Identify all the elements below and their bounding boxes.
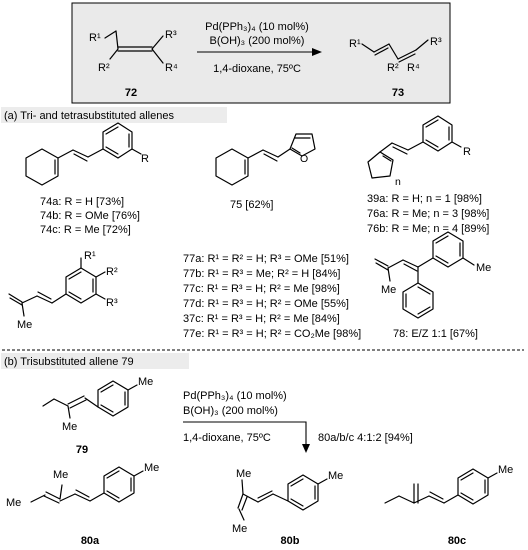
c39-line-2: 76a: R = Me; n = 3 [98%]	[367, 208, 489, 220]
product-80a-structure: Me Me Me	[6, 462, 159, 509]
c74-r-group: R	[141, 153, 149, 165]
product-80c-structure: Me	[384, 464, 513, 505]
c77-r3: R³	[106, 297, 118, 309]
furan-oxygen-atom: O	[300, 153, 308, 165]
compound-label-80b: 80b	[281, 535, 300, 547]
top-reagent-line1: Pd(PPh₃)₄ (10 mol%)	[205, 21, 309, 33]
c78-me-aryl: Me	[476, 262, 491, 274]
product-80b-structure: Me Me Me	[232, 468, 343, 535]
sm-r4: R⁴	[165, 62, 178, 74]
c77-line-2: 77b: R¹ = R³ = Me; R² = H [84%]	[183, 268, 340, 280]
sm-r2: R²	[98, 62, 110, 74]
compound-label-80a: 80a	[81, 535, 100, 547]
c75-line: 75 [62%]	[230, 199, 273, 211]
product-r4: R⁴	[407, 62, 420, 74]
c77-r2: R²	[106, 266, 118, 278]
c74-line-3: 74c: R = Me [72%]	[40, 224, 131, 236]
product-r3: R³	[430, 36, 442, 48]
general-scheme: R¹ R² R³ R⁴ Pd(PPh₃)₄ (10 mol%) B(OH)₃ (…	[71, 2, 451, 104]
b-reaction-arrow-shaft	[183, 421, 307, 447]
c80a-me-top: Me	[53, 469, 68, 481]
c80a-me-left: Me	[6, 497, 21, 509]
top-reagent-line2: B(OH)₃ (200 mol%)	[210, 35, 305, 47]
section-a: (a) Tri- and tetrasubstituted allenes R …	[1, 107, 491, 340]
b-reagent-line1: Pd(PPh₃)₄ (10 mol%)	[183, 390, 287, 402]
section-b-title-box	[1, 353, 189, 369]
c77-line-6: 77e: R¹ = R³ = H; R² = CO₂Me [98%]	[183, 328, 361, 340]
c80a-me-aryl: Me	[144, 462, 159, 474]
c74-line-1: 74a: R = H [73%]	[40, 196, 124, 208]
c77-me: Me	[17, 319, 32, 331]
c39-ring-n: n	[395, 176, 401, 188]
section-b: (b) Trisubstituted allene 79 Me Me 79 Pd…	[1, 353, 513, 547]
c77-line-3: 77c: R¹ = R³ = H; R² = Me [98%]	[183, 283, 340, 295]
compound-77-structure: R¹ R² R³ Me	[8, 250, 118, 331]
b-reaction-arrow-head	[302, 444, 310, 453]
section-a-title: (a) Tri- and tetrasubstituted allenes	[4, 110, 174, 122]
c39-line-3: 76b: R = Me; n = 4 [89%]	[367, 223, 489, 235]
compound-74-structure: R	[25, 122, 149, 186]
allene-72-structure: R¹ R² R³ R⁴	[89, 29, 178, 74]
compound-75-structure: O	[215, 133, 316, 186]
c79-me-chain: Me	[62, 421, 77, 433]
c77-r1: R¹	[84, 250, 96, 262]
compound-label-73: 73	[392, 87, 404, 99]
compound-label-79: 79	[76, 444, 88, 456]
compound-78-structure: Me Me	[374, 231, 491, 319]
b-ratio: 80a/b/c 4:1:2 [94%]	[318, 432, 413, 444]
allene-79-structure: Me Me	[42, 376, 153, 433]
top-reaction-arrow-head	[312, 48, 322, 56]
c80c-me-aryl: Me	[498, 464, 513, 476]
c80b-me-bottom: Me	[232, 523, 247, 535]
c39-line-1: 39a: R = H; n = 1 [98%]	[367, 193, 482, 205]
section-a-title-box	[1, 107, 227, 123]
compound-39-76-structure: R n	[367, 115, 471, 188]
c80b-me-top: Me	[236, 468, 251, 480]
c39-r-group: R	[463, 146, 471, 158]
b-reagent-line2: B(OH)₃ (200 mol%)	[183, 405, 278, 417]
scheme-background-box	[71, 2, 451, 104]
b-conditions: 1,4-dioxane, 75ºC	[183, 432, 271, 444]
c77-line-1: 77a: R¹ = R² = H; R³ = OMe [51%]	[183, 253, 349, 265]
diene-73-structure: R¹ R² R³ R⁴	[349, 36, 442, 74]
c78-line: 78: E/Z 1:1 [67%]	[393, 328, 478, 340]
compound-label-80c: 80c	[448, 535, 466, 547]
compound-label-72: 72	[125, 87, 137, 99]
c78-me-chain: Me	[381, 284, 396, 296]
c77-line-5: 37c: R¹ = R³ = H; R² = Me [84%]	[183, 313, 340, 325]
sm-r3: R³	[165, 29, 177, 41]
top-conditions: 1,4-dioxane, 75ºC	[213, 63, 301, 75]
c77-line-4: 77d: R¹ = R³ = H; R² = OMe [55%]	[183, 298, 349, 310]
product-r1: R¹	[349, 38, 361, 50]
c79-me-aryl: Me	[138, 376, 153, 388]
c80b-me-aryl: Me	[328, 470, 343, 482]
section-b-title: (b) Trisubstituted allene 79	[4, 356, 134, 368]
product-r2: R²	[387, 62, 399, 74]
c74-line-2: 74b: R = OMe [76%]	[40, 210, 140, 222]
sm-r1: R¹	[89, 32, 101, 44]
